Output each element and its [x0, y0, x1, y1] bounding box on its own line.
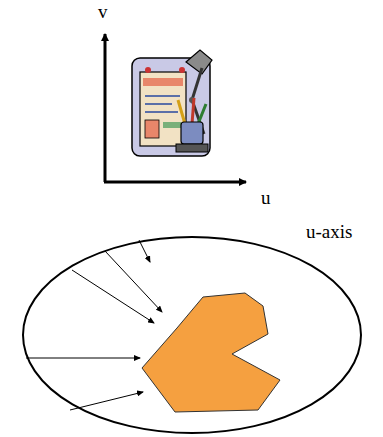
axis-label: u-axis [306, 222, 352, 243]
ellipse-outline [23, 237, 361, 433]
desk-clipart [132, 50, 212, 156]
orange-shape [142, 293, 280, 412]
inward-arrows [26, 240, 162, 410]
axes [104, 34, 246, 182]
axis-label: v [98, 2, 108, 23]
axis-label: u [261, 188, 271, 209]
